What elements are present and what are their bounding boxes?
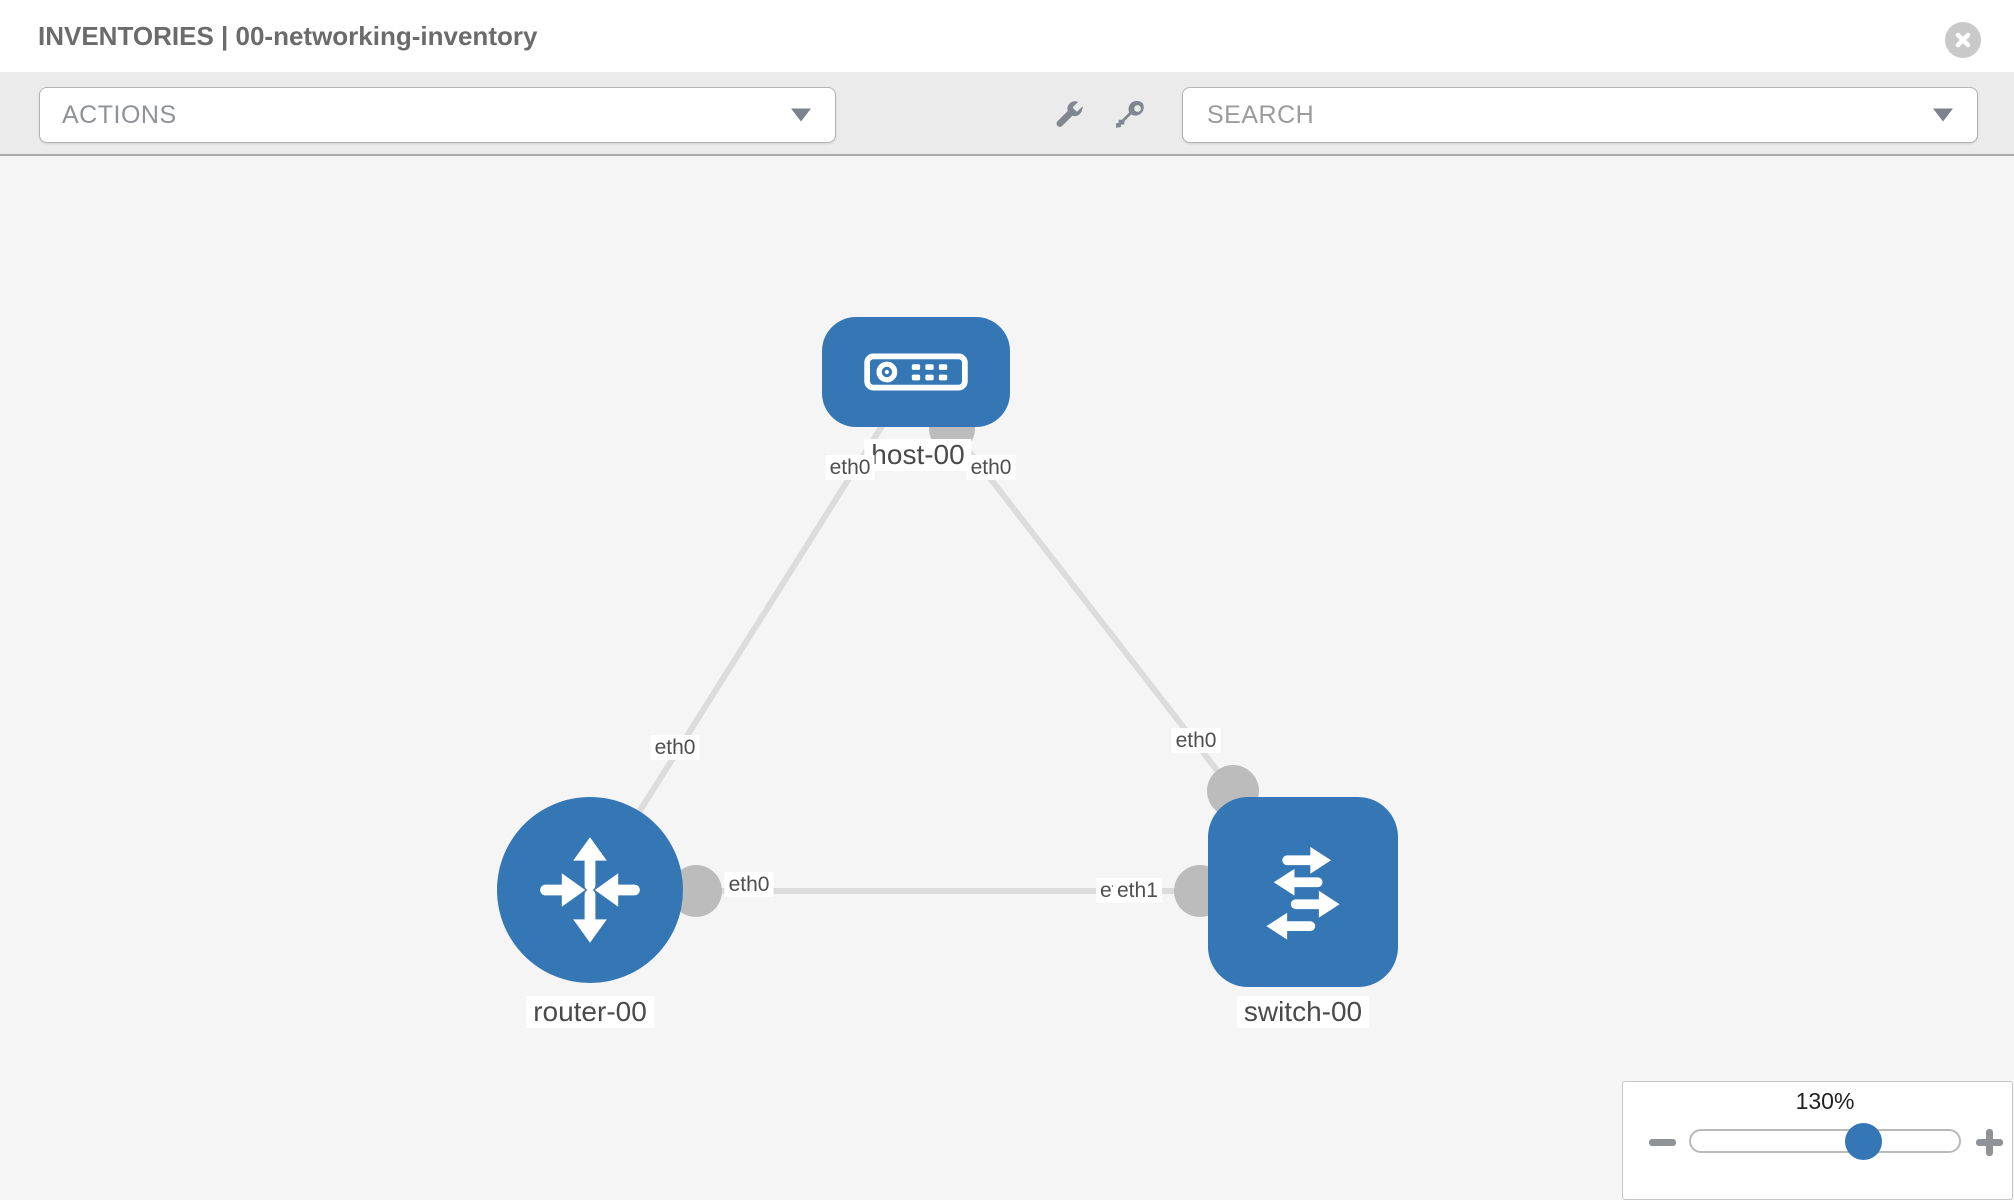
topology-links-layer <box>587 370 1259 917</box>
iface-label-host-to-router: eth0 <box>825 455 875 480</box>
configure-tool-button[interactable] <box>1046 94 1090 138</box>
chevron-down-icon <box>1933 108 1953 122</box>
zoom-level-value: 130% <box>1795 1088 1855 1114</box>
node-router-00[interactable] <box>497 797 683 983</box>
plus-icon <box>1986 1129 1993 1156</box>
iface-label-router-to-switch: eth0 <box>724 872 774 897</box>
iface-label-router-to-host: eth0 <box>650 735 700 760</box>
wrench-icon <box>1056 101 1083 127</box>
topology-canvas[interactable]: host-00 router-00 switch-00 eth0 eth0 et… <box>0 156 2014 1200</box>
host-icon <box>864 353 968 391</box>
zoom-in-button[interactable] <box>1976 1129 2003 1156</box>
node-host-00[interactable] <box>822 317 1010 427</box>
key-icon <box>1115 100 1144 128</box>
search-dropdown[interactable] <box>1182 87 1978 143</box>
zoom-slider-thumb[interactable] <box>1845 1123 1882 1160</box>
credentials-tool-button[interactable] <box>1108 94 1152 138</box>
close-icon <box>1955 32 1971 48</box>
zoom-slider-track[interactable] <box>1689 1129 1961 1153</box>
chevron-down-icon <box>791 108 811 122</box>
iface-label-switch-to-router-front: eth1 <box>1113 878 1162 903</box>
actions-dropdown[interactable]: ACTIONS <box>39 87 836 143</box>
zoom-out-button[interactable] <box>1649 1139 1676 1146</box>
actions-label: ACTIONS <box>62 100 177 129</box>
node-switch-00[interactable] <box>1208 797 1398 987</box>
node-label-host: host-00 <box>864 439 972 471</box>
iface-label-switch-to-host: eth0 <box>1171 728 1221 753</box>
header: INVENTORIES | 00-networking-inventory <box>0 0 2014 72</box>
switch-icon <box>1266 846 1340 940</box>
toolbar: ACTIONS <box>0 72 2014 156</box>
router-icon <box>540 837 640 943</box>
search-input[interactable] <box>1205 99 1923 131</box>
zoom-control-panel: 130% <box>1622 1081 2013 1200</box>
close-button[interactable] <box>1945 22 1981 58</box>
page-title: INVENTORIES | 00-networking-inventory <box>38 21 538 51</box>
node-label-switch: switch-00 <box>1236 996 1370 1028</box>
iface-label-host-to-switch: eth0 <box>966 455 1016 480</box>
connector-router-right <box>670 865 722 917</box>
node-label-router: router-00 <box>526 996 654 1028</box>
